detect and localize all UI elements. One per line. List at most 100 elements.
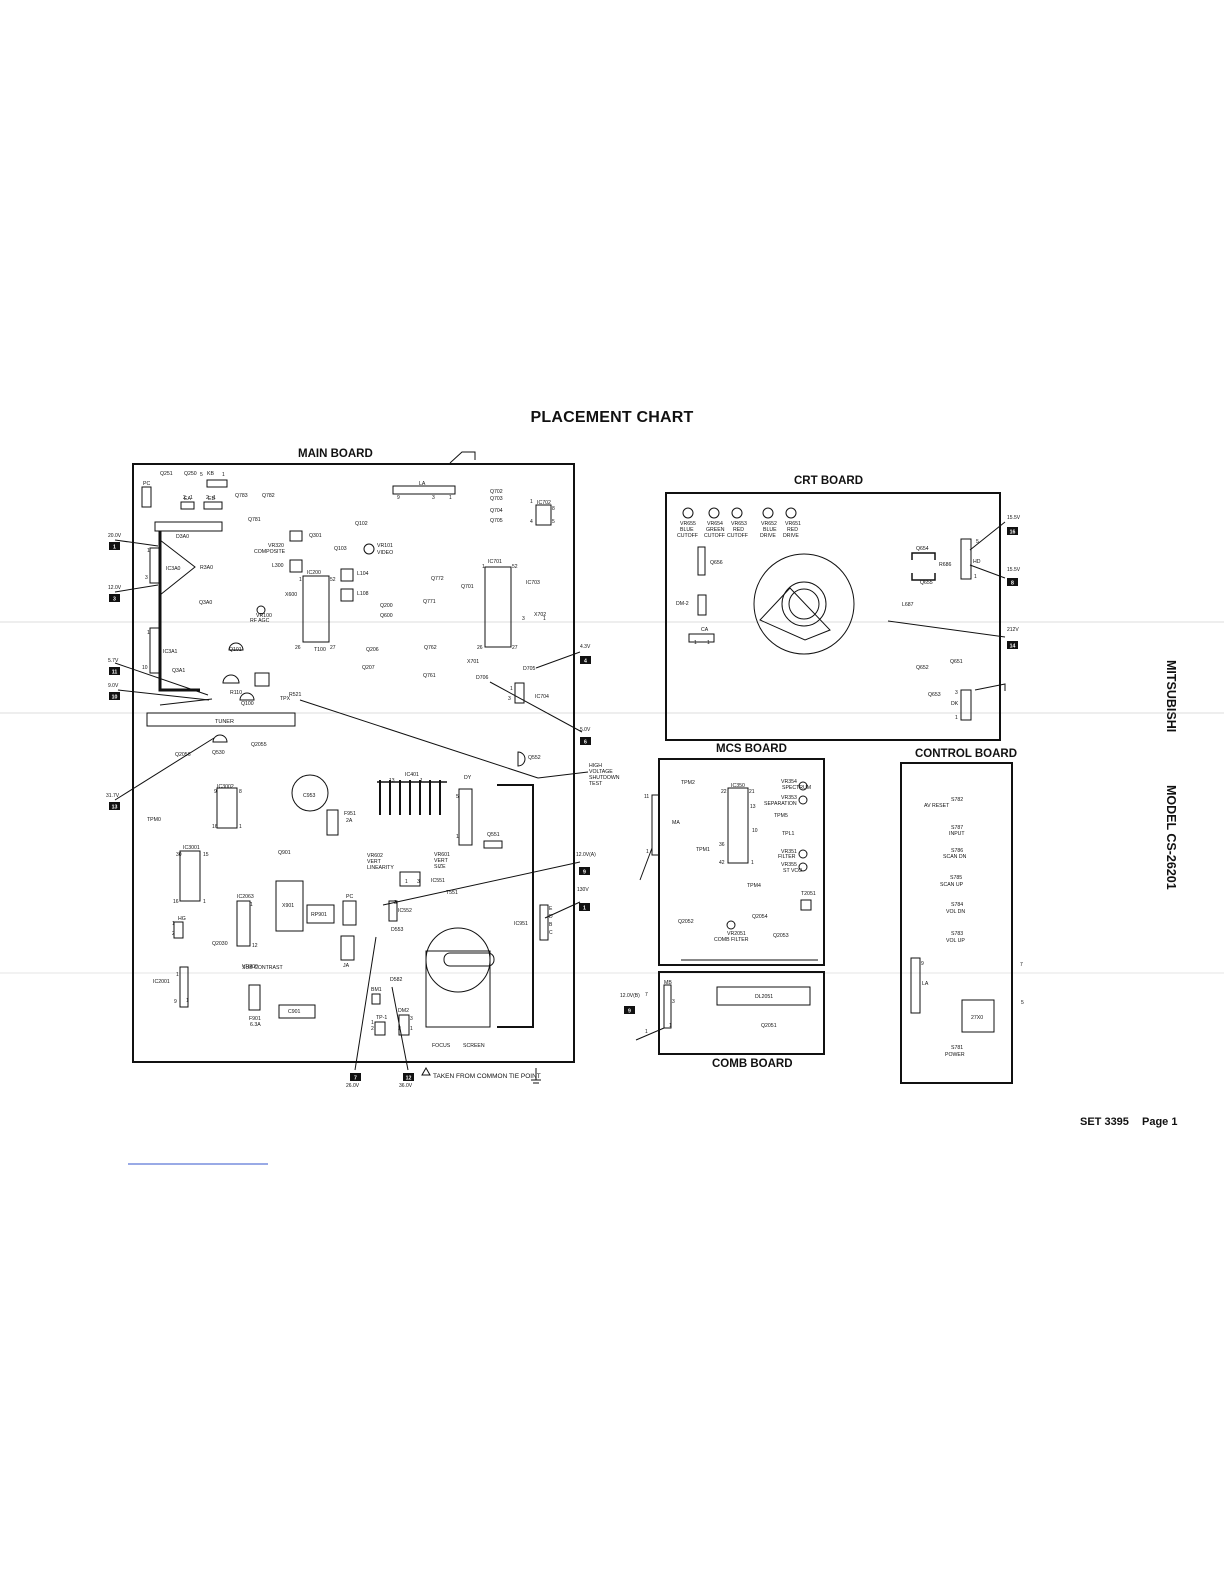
- bm1-connector: [371, 993, 381, 1005]
- main-component-label: EA: [184, 496, 191, 502]
- main-component-label: L108: [357, 591, 369, 597]
- pin-number: 26: [295, 645, 301, 651]
- test-point-number: 10: [112, 695, 118, 701]
- test-point-marker: [109, 802, 120, 810]
- test-point-number: 9: [628, 1009, 631, 1015]
- crt-component-label: RED: [787, 527, 798, 533]
- f951-body: [326, 809, 339, 836]
- pin-number: 1: [147, 630, 150, 636]
- vr653-body: [731, 507, 743, 519]
- main-component-label: TEST: [589, 781, 603, 787]
- q530-body: [212, 734, 228, 743]
- test-point-number: 16: [1010, 530, 1016, 536]
- main-component-label: HIGH: [589, 763, 602, 769]
- pin-number: 1: [510, 686, 513, 692]
- l104-body: [340, 568, 354, 582]
- test-point-marker: [1007, 527, 1018, 535]
- main-component-label: Q762: [424, 645, 437, 651]
- test-point-marker: [109, 594, 120, 602]
- pin-number: 1: [299, 577, 302, 583]
- main-component-label: Q200: [380, 603, 393, 609]
- pin-number: 1: [172, 921, 175, 927]
- crt-component-label: DM-2: [676, 601, 689, 607]
- pin-number: 1: [250, 902, 253, 908]
- main-component-label: TPX: [280, 696, 291, 702]
- main-component-label: D705: [523, 666, 536, 672]
- q101-top: [228, 642, 244, 651]
- test-point-voltage: 212V: [1007, 627, 1019, 633]
- test-point-number: 7: [354, 1076, 357, 1082]
- main-component-label: IC703: [526, 580, 540, 586]
- test-points: 120.0V312.0V115.7V109.0V1331.7V44.3V65.0…: [106, 515, 1021, 1089]
- main-component-label: KB: [207, 471, 214, 477]
- test-point-marker: [580, 656, 591, 664]
- main-component-label: L104: [357, 571, 369, 577]
- q656-body: [697, 546, 706, 576]
- main-component-label: JA: [343, 963, 350, 969]
- main-component-label: Q703: [490, 496, 503, 502]
- ic701-body: [484, 566, 512, 648]
- pin-number: 3: [522, 616, 525, 622]
- main-component-label: VR101: [377, 543, 393, 549]
- test-point-voltage: 15.5V: [1007, 515, 1021, 521]
- control-component-label: S785: [950, 875, 962, 881]
- leader-line: [974, 683, 1006, 691]
- test-point-voltage: 4.3V: [580, 644, 591, 650]
- test-point-number: 12: [406, 1076, 412, 1082]
- main-component-label: SHUTDOWN: [589, 775, 620, 781]
- pin-number: 52: [512, 564, 518, 570]
- crt-component-label: HD: [973, 559, 981, 565]
- crt-component-label: Q651: [950, 659, 963, 665]
- pin-number: 27: [512, 645, 518, 651]
- pin-number: 1: [530, 499, 533, 505]
- t2051-body: [800, 899, 812, 911]
- main-component-label: IC551: [431, 878, 445, 884]
- main-component-label: RP901: [311, 912, 327, 918]
- ic951-pin-label: D: [549, 914, 553, 920]
- test-point-number: 14: [1010, 644, 1016, 650]
- pin-number: 1: [190, 495, 193, 501]
- pin-number: 8: [239, 789, 242, 795]
- pin-number: 9: [397, 495, 400, 501]
- main-component-label: Q207: [362, 665, 375, 671]
- connector-kb: [206, 479, 228, 488]
- main-component-label: Q705: [490, 518, 503, 524]
- pin-number: 22: [721, 789, 727, 795]
- main-component-label: LINEARITY: [367, 865, 394, 871]
- mcs-component-label: VR354: [781, 779, 797, 785]
- test-point-voltage: 12.0V(B): [620, 993, 640, 999]
- control-component-label: SCAN DN: [943, 854, 967, 860]
- heatsink-bar: [158, 531, 200, 692]
- pin-number: 1: [213, 495, 216, 501]
- l300-body: [289, 559, 303, 573]
- leader-line: [159, 539, 196, 596]
- control-component-label: VOL DN: [946, 909, 965, 915]
- pin-number: 5: [1021, 1000, 1024, 1006]
- crt-component-label: VR651: [785, 521, 801, 527]
- leader-line: [535, 651, 581, 669]
- ground-symbol: [531, 1068, 541, 1084]
- test-point-number: 6: [584, 740, 587, 746]
- main-board-outline: [132, 463, 575, 1063]
- main-component-label: Q781: [248, 517, 261, 523]
- ic200-body: [302, 575, 330, 643]
- main-component-label: X600: [285, 592, 297, 598]
- leader-line: [354, 936, 377, 1071]
- mcs-component-label: FILTER: [778, 854, 796, 860]
- control-component-label: S786: [951, 848, 963, 854]
- pin-number: 2: [172, 931, 175, 937]
- mb-connector: [663, 984, 672, 1029]
- pin-number: 1: [646, 849, 649, 855]
- tp1-connector: [374, 1021, 386, 1036]
- crt-component-label: DRIVE: [783, 533, 799, 539]
- c953-body: [291, 774, 329, 812]
- main-component-label: Q100: [241, 701, 254, 707]
- ic2063-body: [236, 900, 251, 947]
- ic551-body: [399, 871, 421, 887]
- main-component-label: Q771: [423, 599, 436, 605]
- comb-board-title: COMB BOARD: [712, 1058, 793, 1070]
- main-component-label: Q103: [334, 546, 347, 552]
- crt-component-label: Q655: [920, 580, 933, 586]
- crt-component-label: Q656: [710, 560, 723, 566]
- leader-line: [537, 771, 589, 779]
